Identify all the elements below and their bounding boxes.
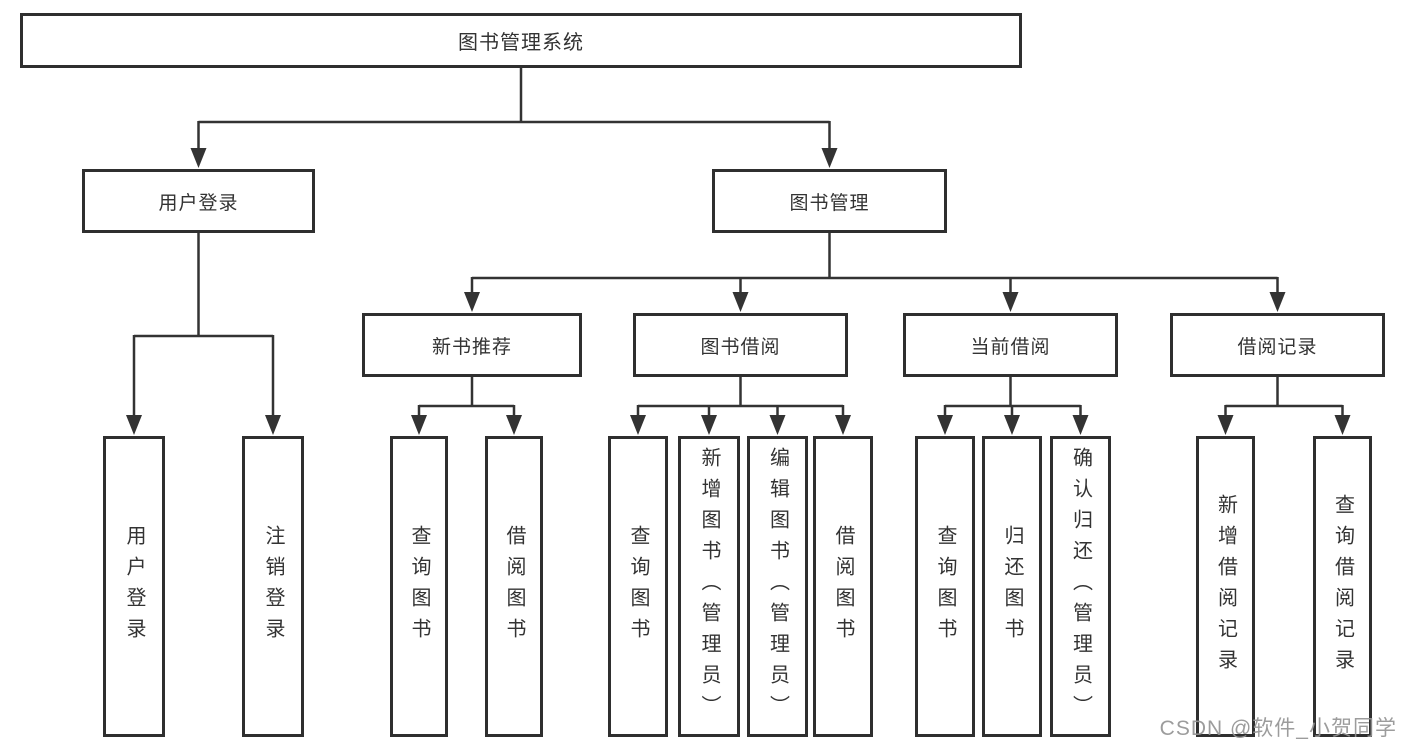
- leaf-user-login: 用户登录: [103, 436, 165, 737]
- leaf-query-books-current-label: 查询图书: [934, 524, 956, 649]
- leaf-borrow-books-recommend-label: 借阅图书: [503, 524, 525, 649]
- leaf-query-books-borrow: 查询图书: [608, 436, 668, 737]
- leaf-query-borrow-record-label: 查询借阅记录: [1331, 493, 1354, 680]
- leaf-return-books-label: 归还图书: [1001, 524, 1023, 649]
- leaf-query-books-recommend: 查询图书: [390, 436, 448, 737]
- leaf-borrow-books-recommend: 借阅图书: [485, 436, 543, 737]
- leaf-logout-label: 注销登录: [262, 524, 284, 649]
- leaf-query-borrow-record: 查询借阅记录: [1313, 436, 1372, 737]
- leaf-edit-book-admin: 编辑图书（管理员）: [747, 436, 808, 737]
- node-current-borrow: 当前借阅: [903, 313, 1118, 377]
- node-borrow-records: 借阅记录: [1170, 313, 1385, 377]
- leaf-add-borrow-record-label: 新增借阅记录: [1214, 493, 1237, 680]
- leaf-confirm-return-admin-label: 确认归还（管理员）: [1069, 447, 1092, 726]
- leaf-edit-book-admin-label: 编辑图书（管理员）: [766, 447, 789, 726]
- leaf-return-books: 归还图书: [982, 436, 1042, 737]
- leaf-add-book-admin-label: 新增图书（管理员）: [698, 447, 720, 726]
- node-book-borrow: 图书借阅: [633, 313, 848, 377]
- node-library-management-system: 图书管理系统: [20, 13, 1022, 68]
- node-new-book-recommend: 新书推荐: [362, 313, 582, 377]
- leaf-query-books-borrow-label: 查询图书: [627, 524, 649, 649]
- leaf-user-login-label: 用户登录: [123, 524, 145, 649]
- leaf-add-borrow-record: 新增借阅记录: [1196, 436, 1255, 737]
- leaf-borrow-books-label: 借阅图书: [832, 524, 854, 649]
- csdn-watermark: CSDN @软件_小贺同学: [1159, 717, 1397, 740]
- node-book-management: 图书管理: [712, 169, 947, 233]
- leaf-logout: 注销登录: [242, 436, 304, 737]
- node-user-login: 用户登录: [82, 169, 315, 233]
- leaf-query-books-recommend-label: 查询图书: [408, 524, 430, 649]
- leaf-borrow-books: 借阅图书: [813, 436, 873, 737]
- leaf-query-books-current: 查询图书: [915, 436, 975, 737]
- leaf-add-book-admin: 新增图书（管理员）: [678, 436, 740, 737]
- leaf-confirm-return-admin: 确认归还（管理员）: [1050, 436, 1111, 737]
